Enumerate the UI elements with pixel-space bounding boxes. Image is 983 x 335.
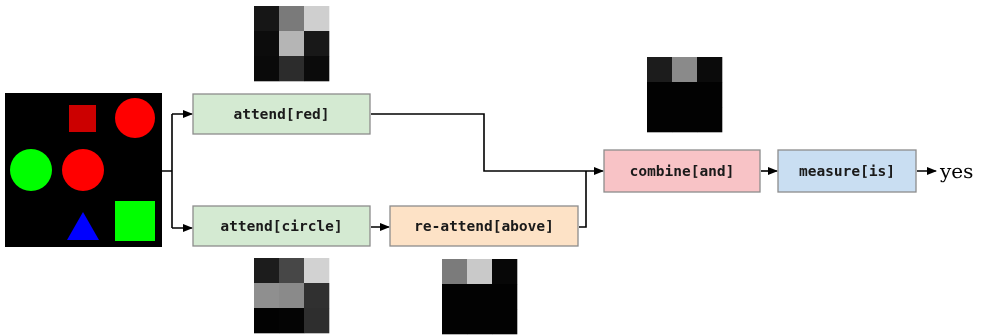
attn-cell bbox=[304, 6, 330, 32]
attention-map-attend-circle bbox=[254, 258, 330, 334]
module-attend-red: attend[red] bbox=[192, 93, 371, 135]
red-circle-top-right bbox=[115, 98, 155, 138]
attn-cell bbox=[442, 259, 468, 285]
green-square bbox=[115, 201, 155, 241]
attn-cell bbox=[279, 6, 305, 32]
attn-cell bbox=[279, 31, 305, 57]
attn-cell bbox=[647, 82, 673, 108]
attn-cell bbox=[442, 309, 468, 335]
attn-cell bbox=[672, 57, 698, 83]
attn-cell bbox=[492, 309, 518, 335]
attn-cell bbox=[467, 309, 493, 335]
attention-map-attend-red bbox=[254, 6, 330, 82]
module-combine-and: combine[and] bbox=[603, 149, 761, 193]
attn-cell bbox=[492, 284, 518, 310]
attn-cell bbox=[304, 308, 330, 334]
attn-cell bbox=[672, 82, 698, 108]
module-attend-circle: attend[circle] bbox=[192, 205, 371, 247]
wire-image-split bbox=[162, 114, 173, 228]
small-red-square bbox=[69, 105, 96, 132]
attn-cell bbox=[279, 56, 305, 82]
module-measure-is-box bbox=[777, 149, 917, 193]
red-circle-center bbox=[62, 149, 104, 191]
attn-cell bbox=[442, 284, 468, 310]
attn-cell bbox=[304, 31, 330, 57]
module-combine-and-label: combine[and] bbox=[630, 164, 735, 180]
attn-cell bbox=[647, 57, 673, 83]
green-circle bbox=[10, 149, 52, 191]
blue-triangle bbox=[67, 212, 99, 240]
attn-cell bbox=[254, 6, 280, 32]
attn-cell bbox=[492, 259, 518, 285]
attn-cell bbox=[304, 283, 330, 309]
attn-cell bbox=[697, 107, 723, 133]
output-answer: yes bbox=[939, 159, 973, 183]
attn-cell bbox=[279, 258, 305, 284]
module-attend-red-label: attend[red] bbox=[233, 107, 329, 123]
attn-cell bbox=[254, 283, 280, 309]
attn-cell bbox=[672, 107, 698, 133]
module-re-attend-above-box bbox=[389, 205, 579, 247]
attn-cell bbox=[467, 284, 493, 310]
module-attend-red-box bbox=[192, 93, 371, 135]
module-attend-circle-label: attend[circle] bbox=[220, 219, 342, 235]
module-re-attend-above-label: re-attend[above] bbox=[414, 219, 554, 235]
attn-cell bbox=[254, 56, 280, 82]
module-measure-is-label: measure[is] bbox=[799, 164, 895, 180]
attn-cell bbox=[697, 57, 723, 83]
attn-cell bbox=[304, 258, 330, 284]
attn-cell bbox=[254, 31, 280, 57]
attn-cell bbox=[279, 308, 305, 334]
module-attend-circle-box bbox=[192, 205, 371, 247]
input-scene-image bbox=[5, 93, 162, 247]
attn-cell bbox=[254, 308, 280, 334]
wire-attend-red-to-combine bbox=[371, 113, 604, 175]
attention-map-combine-and bbox=[647, 57, 723, 133]
wire-re-attend-to-combine bbox=[579, 171, 587, 228]
module-re-attend-above: re-attend[above] bbox=[389, 205, 579, 247]
module-measure-is: measure[is] bbox=[777, 149, 917, 193]
attn-cell bbox=[279, 283, 305, 309]
attn-cell bbox=[304, 56, 330, 82]
attn-cell bbox=[697, 82, 723, 108]
module-combine-and-box bbox=[603, 149, 761, 193]
attn-cell bbox=[467, 259, 493, 285]
attention-map-re-attend-above bbox=[442, 259, 518, 335]
attn-cell bbox=[647, 107, 673, 133]
connection-wires bbox=[162, 110, 937, 232]
attn-cell bbox=[254, 258, 280, 284]
